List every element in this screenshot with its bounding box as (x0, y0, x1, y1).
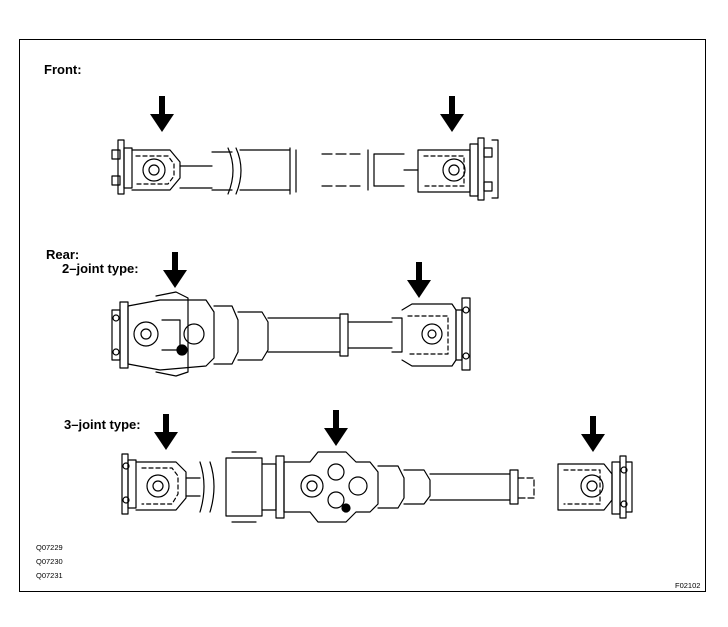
label-2-joint-type: 2–joint type: (62, 261, 139, 276)
part-code-3: Q07231 (36, 571, 63, 580)
down-arrow-icon (163, 252, 187, 288)
figure-id: F02102 (675, 581, 701, 590)
part-code-2: Q07230 (36, 557, 63, 566)
front-shaft (111, 137, 499, 201)
diagram-frame (19, 39, 706, 592)
rear-3-joint-shaft (121, 451, 633, 523)
label-rear: Rear: (46, 247, 80, 262)
down-arrow-icon (581, 416, 605, 452)
down-arrow-icon (440, 96, 464, 132)
down-arrow-icon (154, 414, 178, 450)
part-code-1: Q07229 (36, 543, 63, 552)
rear-2-joint-shaft (111, 291, 471, 377)
down-arrow-icon (150, 96, 174, 132)
label-front: Front: (44, 62, 82, 77)
down-arrow-icon (407, 262, 431, 298)
down-arrow-icon (324, 410, 348, 446)
label-3-joint-type: 3–joint type: (64, 417, 141, 432)
